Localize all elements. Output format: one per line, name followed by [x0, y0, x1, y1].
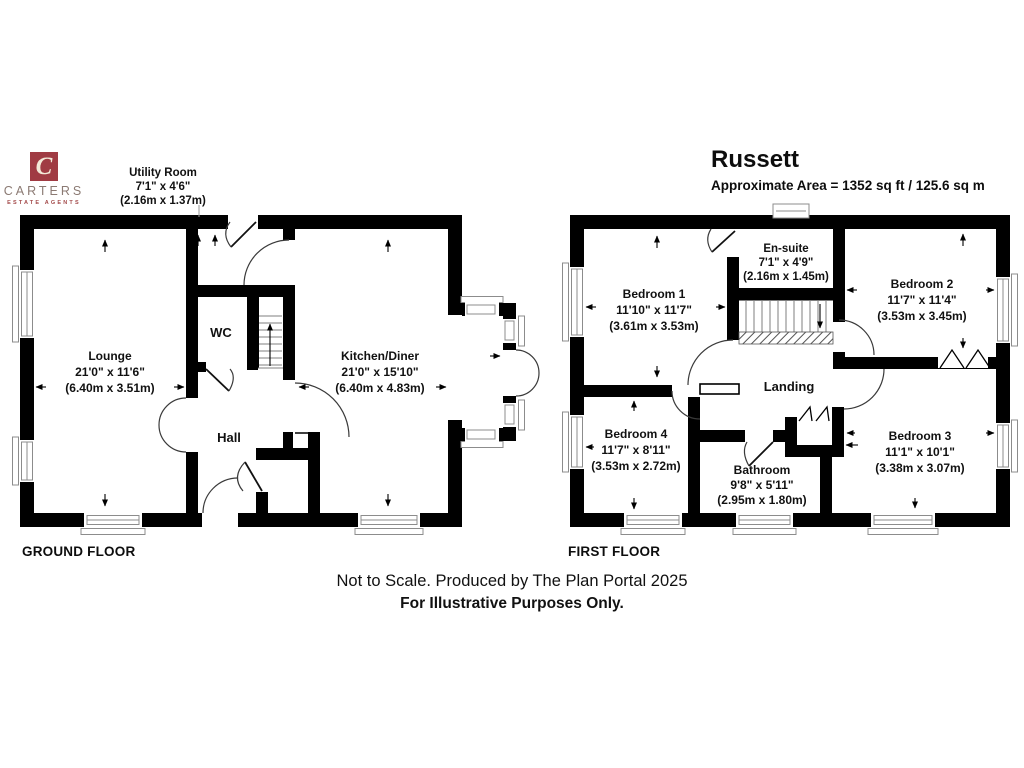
bedroom2-imperial: 11'7" x 11'4": [887, 293, 956, 307]
bathroom-metric: (2.95m x 1.80m): [717, 493, 806, 507]
bedroom1-label: Bedroom 1: [623, 287, 686, 301]
bedroom2-metric: (3.53m x 3.45m): [877, 309, 966, 323]
bedroom4-label: Bedroom 4: [605, 427, 668, 441]
lounge-imperial: 21'0" x 11'6": [75, 365, 145, 379]
agency-tagline: ESTATE AGENTS: [7, 200, 81, 206]
bedroom1-imperial: 11'10" x 11'7": [616, 303, 692, 317]
hall-label: Hall: [217, 430, 241, 445]
ground-floor-title: GROUND FLOOR: [22, 544, 136, 559]
first-stairs: [739, 300, 833, 332]
agency-name: CARTERS: [3, 184, 85, 198]
bathroom-label: Bathroom: [734, 463, 791, 477]
logo-initial: C: [35, 152, 53, 180]
bedroom2-label: Bedroom 2: [891, 277, 954, 291]
bedroom1-metric: (3.61m x 3.53m): [609, 319, 698, 333]
disclaimer-line1: Not to Scale. Produced by The Plan Porta…: [336, 572, 688, 590]
disclaimer-line2: For Illustrative Purposes Only.: [400, 595, 624, 612]
approximate-area: Approximate Area = 1352 sq ft / 125.6 sq…: [711, 178, 985, 193]
ground-windows: [12, 265, 525, 535]
carters-logo-icon: C: [30, 152, 58, 181]
first-floor-plan: Bedroom 1 11'10" x 11'7" (3.61m x 3.53m)…: [562, 203, 1018, 535]
bifold-door-chevrons: [798, 348, 991, 422]
utility-room-imperial: 7'1" x 4'6": [136, 181, 191, 193]
bedroom4-metric: (3.53m x 2.72m): [591, 459, 680, 473]
kitchen-imperial: 21'0" x 15'10": [341, 365, 418, 379]
kitchen-label: Kitchen/Diner: [341, 349, 419, 363]
ground-dimension-arrows: [35, 234, 501, 507]
lounge-label: Lounge: [88, 349, 132, 363]
ground-doors: [158, 221, 540, 514]
landing-label: Landing: [764, 379, 815, 394]
bathroom-imperial: 9'8" x 5'11": [730, 478, 793, 492]
stair-balustrade: [699, 383, 740, 395]
ground-walls: [20, 215, 516, 527]
lounge-metric: (6.40m x 3.51m): [65, 381, 154, 395]
first-walls: [570, 215, 1010, 527]
stair-hatch-strip: [738, 331, 834, 345]
kitchen-metric: (6.40m x 4.83m): [335, 381, 424, 395]
utility-room-metric: (2.16m x 1.37m): [120, 195, 206, 207]
first-floor-title: FIRST FLOOR: [568, 544, 661, 559]
first-doors: [671, 228, 885, 467]
page-title: Russett: [711, 146, 800, 173]
ensuite-label: En-suite: [763, 243, 808, 255]
bedroom3-imperial: 11'1" x 10'1": [885, 445, 955, 459]
utility-room-label: Utility Room: [129, 167, 197, 179]
ground-floor-plan: Utility Room 7'1" x 4'6" (2.16m x 1.37m)…: [12, 167, 540, 535]
wc-label: WC: [210, 325, 232, 340]
bedroom3-metric: (3.38m x 3.07m): [875, 461, 964, 475]
ensuite-imperial: 7'1" x 4'9": [759, 257, 814, 269]
first-dimension-arrows: [585, 233, 995, 510]
bedroom4-imperial: 11'7" x 8'11": [601, 443, 670, 457]
bedroom3-label: Bedroom 3: [889, 429, 952, 443]
first-windows: [562, 203, 1018, 535]
ensuite-metric: (2.16m x 1.45m): [743, 271, 829, 283]
